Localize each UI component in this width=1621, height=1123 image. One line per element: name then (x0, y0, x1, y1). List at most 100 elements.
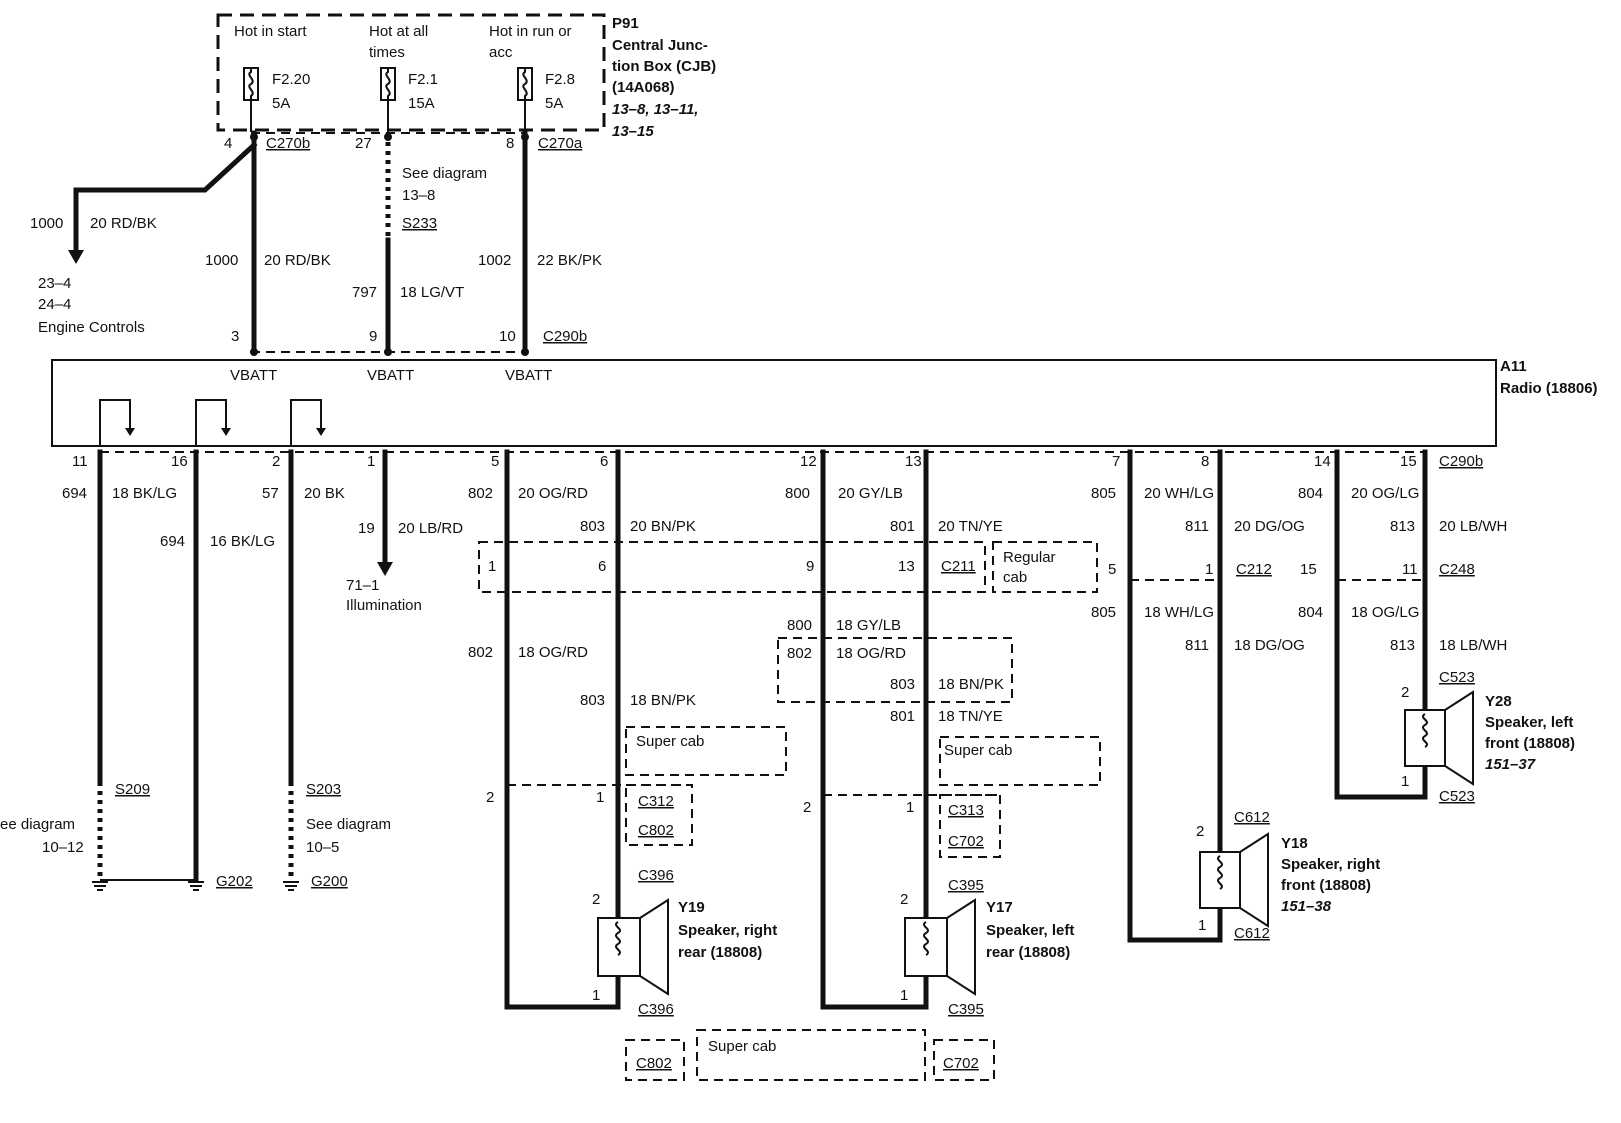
y19-name-1: Speaker, right (678, 922, 777, 939)
circuit-802-b: 802 (468, 644, 493, 661)
pin-14: 14 (1314, 453, 1331, 470)
c211-pin-1: 1 (488, 558, 496, 575)
y17-pin-2-top: 2 (803, 799, 811, 816)
y18-pin-2: 2 (1196, 823, 1204, 840)
connector-c313: C313 (948, 802, 984, 819)
circuit-800: 800 (785, 485, 810, 502)
wire-20-bn-pk: 20 BN/PK (630, 518, 696, 535)
pin-6: 6 (600, 453, 608, 470)
illumination-label: Illumination (346, 597, 422, 614)
central-junction-box: Hot in start Hot at all times Hot in run… (216, 13, 716, 140)
engine-ref-1: 23–4 (38, 275, 71, 292)
radio-module: VBATT VBATT VBATT A11 Radio (18806) (51, 358, 1598, 447)
pin-27: 27 (355, 135, 372, 152)
y28-page: 151–37 (1485, 756, 1536, 773)
wire-18-og-rd: 18 OG/RD (518, 644, 588, 661)
connector-c290b-label: C290b (1439, 453, 1483, 470)
wire-18-lg-vt: 18 LG/VT (400, 284, 464, 301)
connector-c395-bottom: C395 (948, 1001, 984, 1018)
pin-11: 11 (72, 453, 88, 470)
circuit-801-b: 801 (890, 708, 915, 725)
c248-pin-15: 15 (1300, 561, 1317, 578)
connector-c612-bottom: C612 (1234, 925, 1270, 942)
c212-pin-5: 5 (1108, 561, 1116, 578)
ground-icon-g202 (188, 881, 204, 891)
speaker-y17-icon (904, 898, 976, 996)
circuit-804-b: 804 (1298, 604, 1323, 621)
wire-20-lb-wh: 20 LB/WH (1439, 518, 1507, 535)
wire-20-dg-og: 20 DG/OG (1234, 518, 1305, 535)
illumination-ref: 71–1 (346, 577, 379, 594)
circuit-694-a: 694 (62, 485, 87, 502)
c212-pin-1: 1 (1205, 561, 1213, 578)
internal-ground-icon-2 (195, 399, 231, 446)
circuit-804: 804 (1298, 485, 1323, 502)
cjb-pages-1: 13–8, 13–11, (612, 101, 698, 118)
wire-20-tn-ye: 20 TN/YE (938, 518, 1003, 535)
top-wiring: 4 C270b 27 8 C270a See diagram 13–8 S233… (30, 100, 602, 356)
circuit-797: 797 (352, 284, 377, 301)
regular-cab-label: Regular (1003, 549, 1056, 566)
circuit-802: 802 (468, 485, 493, 502)
internal-ground-icon-1 (99, 399, 135, 446)
pin-10: 10 (499, 328, 516, 345)
wire-18-og-lg: 18 OG/LG (1351, 604, 1419, 621)
connector-c312: C312 (638, 793, 674, 810)
c211-pin-13: 13 (898, 558, 915, 575)
c211-pin-9: 9 (806, 558, 814, 575)
y19-pin-2-top: 2 (486, 789, 494, 806)
wire-22-bk-pk: 22 BK/PK (537, 252, 602, 269)
see-diagram-page: 13–8 (402, 187, 435, 204)
speaker-y19-icon (597, 898, 669, 996)
ground-g200: G200 (311, 873, 348, 890)
connector-c702-bottom: C702 (943, 1055, 979, 1072)
connector-c270b: C270b (266, 135, 310, 152)
radio-ref: A11 (1500, 358, 1527, 375)
rear-speaker-circuits: 802 20 OG/RD 800 20 GY/LB 803 20 BN/PK 8… (468, 449, 1101, 1081)
circuit-803: 803 (580, 518, 605, 535)
connector-c395-top: C395 (948, 877, 984, 894)
pin-13: 13 (905, 453, 922, 470)
speaker-y18-icon (1199, 832, 1269, 928)
engine-controls-label: Engine Controls (38, 319, 145, 336)
pin-3: 3 (231, 328, 239, 345)
cjb-part: (14A068) (612, 79, 675, 96)
c248-pin-11: 11 (1402, 561, 1418, 578)
internal-ground-icon-3 (290, 399, 326, 446)
fuse-1-hot-label: Hot in start (234, 23, 307, 40)
connector-c270a: C270a (538, 135, 583, 152)
circuit-1002: 1002 (478, 252, 511, 269)
y18-page: 151–38 (1281, 898, 1332, 915)
wire-18-dg-og: 18 DG/OG (1234, 637, 1305, 654)
fuse-2-name: F2.1 (408, 71, 438, 88)
circuit-813-b: 813 (1390, 637, 1415, 654)
pin-2: 2 (272, 453, 280, 470)
ground-circuits: 694 18 BK/LG 57 20 BK 694 16 BK/LG 19 20… (0, 449, 463, 891)
see-diagram-s209: ee diagram (0, 816, 75, 833)
wire-18-wh-lg: 18 WH/LG (1144, 604, 1214, 621)
wire-20-rd-bk: 20 RD/BK (264, 252, 331, 269)
y17-pin-1-top: 1 (906, 799, 914, 816)
wire-20-gy-lb: 20 GY/LB (838, 485, 903, 502)
engine-ref-2: 24–4 (38, 296, 71, 313)
pin-15: 15 (1400, 453, 1417, 470)
y28-name-2: front (18808) (1485, 735, 1575, 752)
cjb-name-2: tion Box (CJB) (612, 58, 716, 75)
wire-20-og-rd: 20 OG/RD (518, 485, 588, 502)
connector-c211: C211 (941, 558, 976, 575)
splice-s209: S209 (115, 781, 150, 798)
super-cab-label-3: Super cab (708, 1038, 776, 1055)
y19-ref: Y19 (678, 899, 705, 916)
regular-cab-label-2: cab (1003, 569, 1027, 586)
vbatt-label-1: VBATT (230, 367, 277, 384)
illumination-arrow-icon (377, 562, 393, 576)
y19-name-2: rear (18808) (678, 944, 762, 961)
fuse-3-name: F2.8 (545, 71, 575, 88)
connector-c802-bottom: C802 (636, 1055, 672, 1072)
fuse-2-amp: 15A (408, 95, 435, 112)
connector-c290b-bottom: 11 16 2 1 5 6 12 13 7 8 14 15 C290b (72, 451, 1483, 470)
connector-c248: C248 (1439, 561, 1475, 578)
wire-18-lb-wh: 18 LB/WH (1439, 637, 1507, 654)
ground-icon-g200 (283, 881, 299, 891)
super-cab-label-1: Super cab (636, 733, 704, 750)
